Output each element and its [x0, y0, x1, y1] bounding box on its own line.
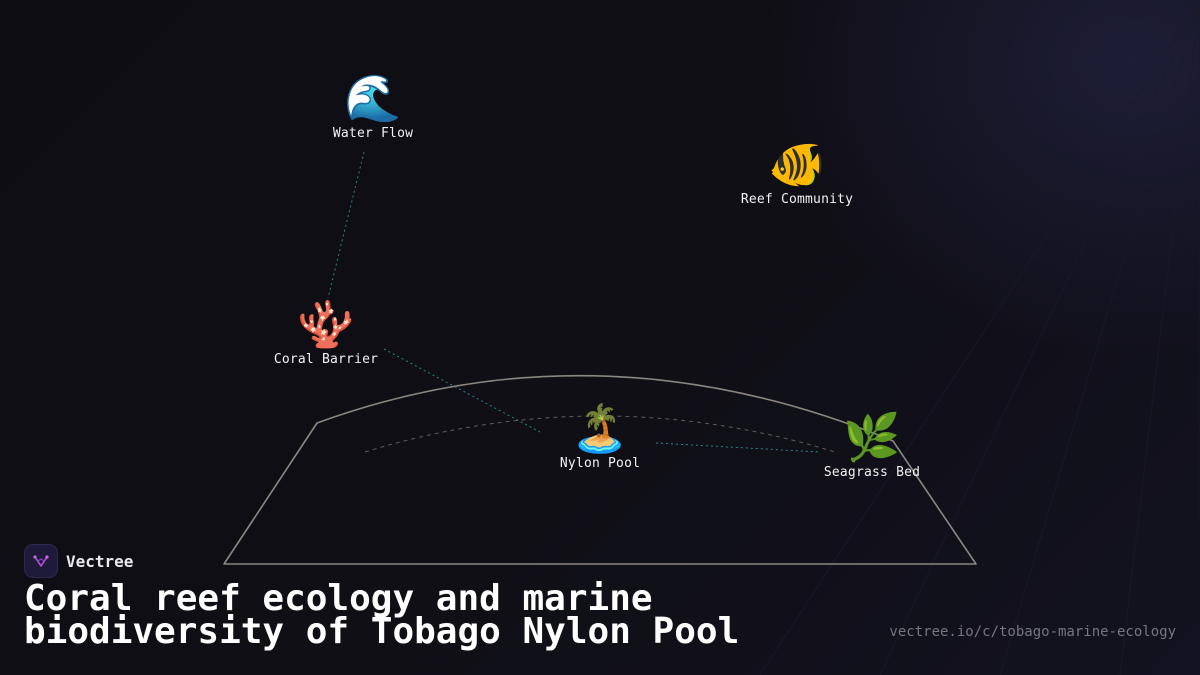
brand[interactable]: Vectree — [24, 544, 133, 578]
herb-icon: 🌿 — [843, 410, 901, 464]
node-label-water-flow: Water Flow — [332, 126, 414, 141]
page-title: Coral reef ecology and marine biodiversi… — [24, 578, 740, 652]
node-label-coral-barrier: Coral Barrier — [273, 352, 379, 367]
node-label-reef-community: Reef Community — [740, 192, 854, 207]
source-url[interactable]: vectree.io/c/tobago-marine-ecology — [889, 624, 1176, 640]
node-water-flow[interactable]: 🌊 Water Flow — [333, 70, 413, 141]
connector-nylon-pool-seagrass-bed — [655, 442, 821, 453]
node-coral-barrier[interactable]: 🪸 Coral Barrier — [274, 296, 378, 367]
vectree-logo-icon — [24, 544, 58, 578]
node-label-nylon-pool: Nylon Pool — [559, 456, 641, 471]
node-reef-community[interactable]: 🐠 Reef Community — [741, 136, 853, 207]
wave-icon: 🌊 — [344, 71, 402, 125]
connector-water-flow-coral-barrier — [327, 151, 365, 299]
coral-icon: 🪸 — [297, 297, 355, 351]
connector-coral-barrier-nylon-pool — [383, 348, 541, 433]
tropical-fish-icon: 🐠 — [768, 137, 826, 191]
brand-name: Vectree — [66, 551, 134, 571]
node-label-seagrass-bed: Seagrass Bed — [823, 465, 921, 480]
island-icon: 🏝️ — [571, 401, 629, 455]
node-seagrass-bed[interactable]: 🌿 Seagrass Bed — [824, 409, 920, 480]
vectree-logo-mark — [33, 555, 49, 567]
dome-outline — [223, 374, 977, 565]
node-nylon-pool[interactable]: 🏝️ Nylon Pool — [560, 400, 640, 471]
lagoon-arc — [364, 415, 836, 453]
